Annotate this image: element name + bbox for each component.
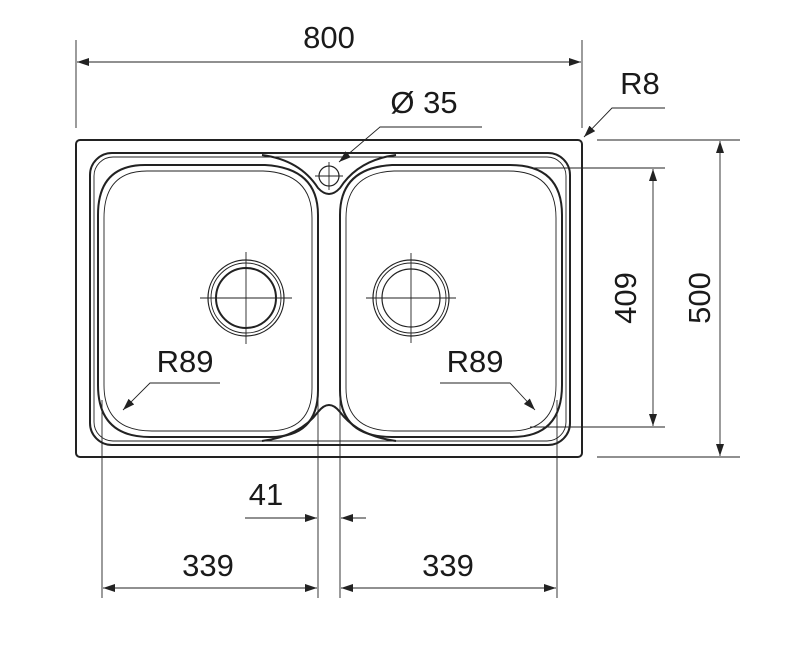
dimension-overall-depth: 500 <box>597 139 740 458</box>
dimension-corner-radius: R8 <box>583 66 665 138</box>
right-drain <box>366 253 456 343</box>
bowl-width-left-label: 339 <box>182 548 234 583</box>
dimension-divider-width: 41 <box>245 477 366 522</box>
divider-width-label: 41 <box>249 477 283 512</box>
tap-hole-label: Ø 35 <box>390 85 457 120</box>
corner-radius-label: R8 <box>620 66 660 101</box>
bowl-radius-left-label: R89 <box>157 344 214 379</box>
dimension-tap-hole: Ø 35 <box>338 85 482 163</box>
overall-width-label: 800 <box>303 20 355 55</box>
dimension-bowl-radius-left: R89 <box>122 344 220 411</box>
dimension-bowl-width-right: 339 <box>341 548 556 592</box>
bowl-width-right-label: 339 <box>422 548 474 583</box>
dimension-bowl-width-left: 339 <box>103 548 317 592</box>
sink-outline <box>75 139 583 458</box>
dimension-bowl-depth: 409 <box>530 167 665 428</box>
dimension-bowl-radius-right: R89 <box>440 344 536 411</box>
overall-depth-label: 500 <box>682 272 717 324</box>
bottom-extension-lines <box>101 398 558 598</box>
dimension-overall-width: 800 <box>75 20 583 128</box>
left-bowl <box>97 164 319 438</box>
right-bowl <box>339 164 563 438</box>
tap-hole-ledge <box>261 154 397 442</box>
bowl-depth-label: 409 <box>608 272 643 324</box>
left-drain <box>200 252 292 344</box>
bowl-radius-right-label: R89 <box>447 344 504 379</box>
